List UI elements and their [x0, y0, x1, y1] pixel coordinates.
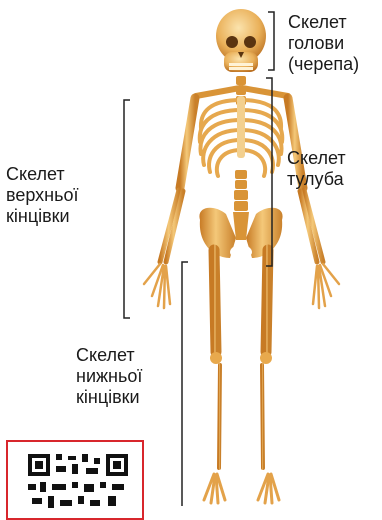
qr-code-frame[interactable] [6, 440, 144, 520]
sternum [237, 96, 245, 158]
bracket-lower-limb [182, 262, 188, 506]
feet [204, 474, 279, 503]
label-upper-limb-skeleton: Скелет верхньої кінцівки [6, 164, 79, 227]
label-lower-limb-skeleton: Скелет нижньої кінцівки [76, 345, 142, 408]
label-trunk-skeleton: Скелет тулуба [287, 148, 346, 190]
skeleton-diagram [0, 0, 382, 506]
bracket-upper-limb [124, 100, 130, 318]
right-leg [260, 250, 272, 470]
bracket-head [268, 12, 274, 70]
label-head-skeleton: Скелет голови (черепа) [288, 12, 359, 75]
skull [216, 9, 266, 72]
left-leg [210, 250, 222, 470]
qr-code-icon [28, 454, 128, 514]
brackets [124, 12, 274, 506]
right-hand [313, 264, 339, 308]
left-arm [160, 98, 195, 262]
left-hand [144, 264, 170, 308]
